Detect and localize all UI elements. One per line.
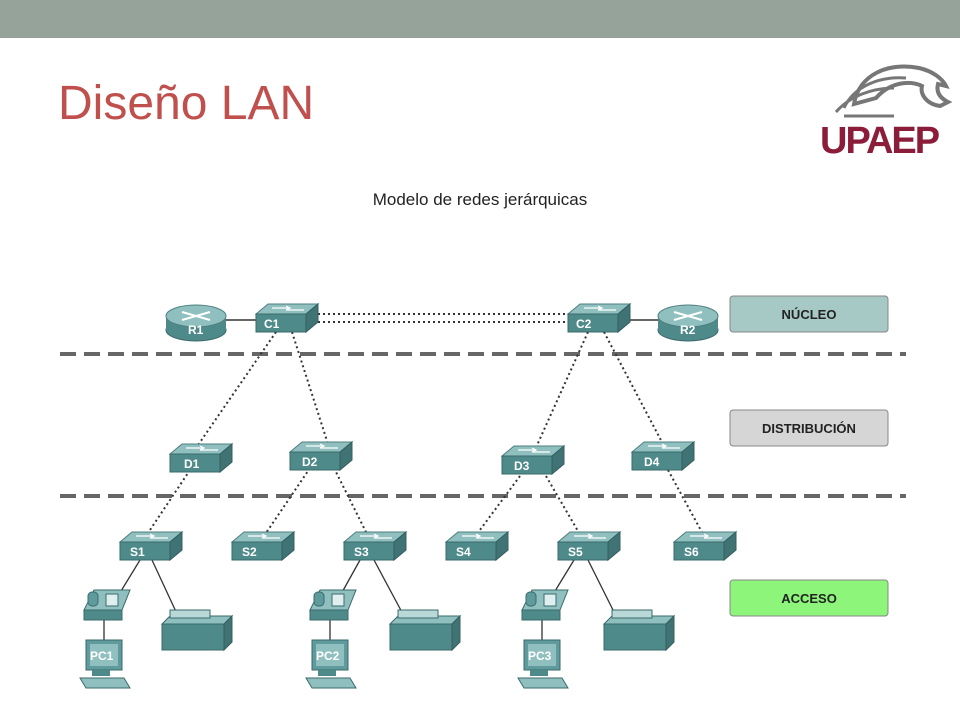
- router-r2: R2: [657, 304, 719, 342]
- pc-pc1: PC1: [79, 639, 131, 689]
- switch-label: D2: [302, 455, 318, 469]
- pc-label: PC3: [528, 649, 552, 663]
- access-switch-s4: S4: [445, 531, 509, 561]
- switch-label: S3: [354, 545, 369, 559]
- pc-label: PC1: [90, 649, 114, 663]
- switch-label: S5: [568, 545, 583, 559]
- layer-text: NÚCLEO: [782, 307, 837, 322]
- core-switch-c2: C2: [567, 303, 631, 333]
- switch-label: D3: [514, 459, 530, 473]
- link-d3-s5: [545, 475, 583, 539]
- layer-label-distribucion: DISTRIBUCIÓN: [729, 409, 889, 447]
- layer-label-nucleo: NÚCLEO: [729, 295, 889, 333]
- link-d4-s6: [667, 469, 705, 537]
- switch-label: C1: [264, 317, 280, 331]
- link-s1-printer: [151, 559, 179, 617]
- router-r1: R1: [165, 304, 227, 342]
- link-s3-printer: [373, 559, 405, 617]
- switch-label: D1: [184, 457, 200, 471]
- link-c1-d2: [291, 331, 329, 445]
- printer-icon: [389, 609, 461, 651]
- distribution-switch-d3: D3: [501, 445, 565, 475]
- link-d3-s4: [473, 475, 521, 539]
- link-c2-d3: [533, 331, 589, 453]
- top-bar: [0, 0, 960, 38]
- switch-label: S1: [130, 545, 145, 559]
- core-switch-c1: C1: [255, 303, 319, 333]
- slide-title: Diseño LAN: [58, 77, 315, 130]
- distribution-switch-d4: D4: [631, 441, 695, 471]
- layer-text: ACCESO: [781, 591, 837, 606]
- printer-icon: [161, 609, 233, 651]
- link-d2-s2: [263, 467, 311, 537]
- access-switch-s5: S5: [557, 531, 621, 561]
- diagram-title: Modelo de redes jerárquicas: [372, 190, 588, 209]
- logo-text: UPAEP: [820, 120, 940, 162]
- link-c2-d4: [603, 331, 665, 447]
- switch-label: S4: [456, 545, 471, 559]
- distribution-switch-d1: D1: [169, 443, 233, 473]
- link-d1-s1: [145, 469, 191, 537]
- ip-phone-icon: [521, 589, 569, 621]
- switch-label: D4: [644, 455, 660, 469]
- pc-pc2: PC2: [305, 639, 357, 689]
- eagle-icon: [834, 64, 953, 118]
- printer-icon: [603, 609, 675, 651]
- link-d2-s3: [333, 467, 369, 537]
- distribution-switch-d2: D2: [289, 441, 353, 471]
- links: [103, 313, 705, 640]
- pc-label: PC2: [316, 649, 340, 663]
- switch-label: C2: [576, 317, 592, 331]
- switch-label: S2: [242, 545, 257, 559]
- ip-phone-icon: [309, 589, 357, 621]
- switch-label: S6: [684, 545, 699, 559]
- access-switch-s6: S6: [673, 531, 737, 561]
- access-switch-s3: S3: [343, 531, 407, 561]
- ip-phone-icon: [83, 589, 131, 621]
- access-switch-s2: S2: [231, 531, 295, 561]
- router-label: R1: [188, 323, 204, 337]
- link-c1-d1: [195, 331, 277, 449]
- router-label: R2: [680, 323, 696, 337]
- layer-text: DISTRIBUCIÓN: [762, 421, 856, 436]
- upaep-logo: UPAEP: [814, 54, 953, 164]
- access-switch-s1: S1: [119, 531, 183, 561]
- pc-pc3: PC3: [517, 639, 569, 689]
- layer-label-acceso: ACCESO: [729, 579, 889, 617]
- link-s5-printer: [587, 559, 617, 617]
